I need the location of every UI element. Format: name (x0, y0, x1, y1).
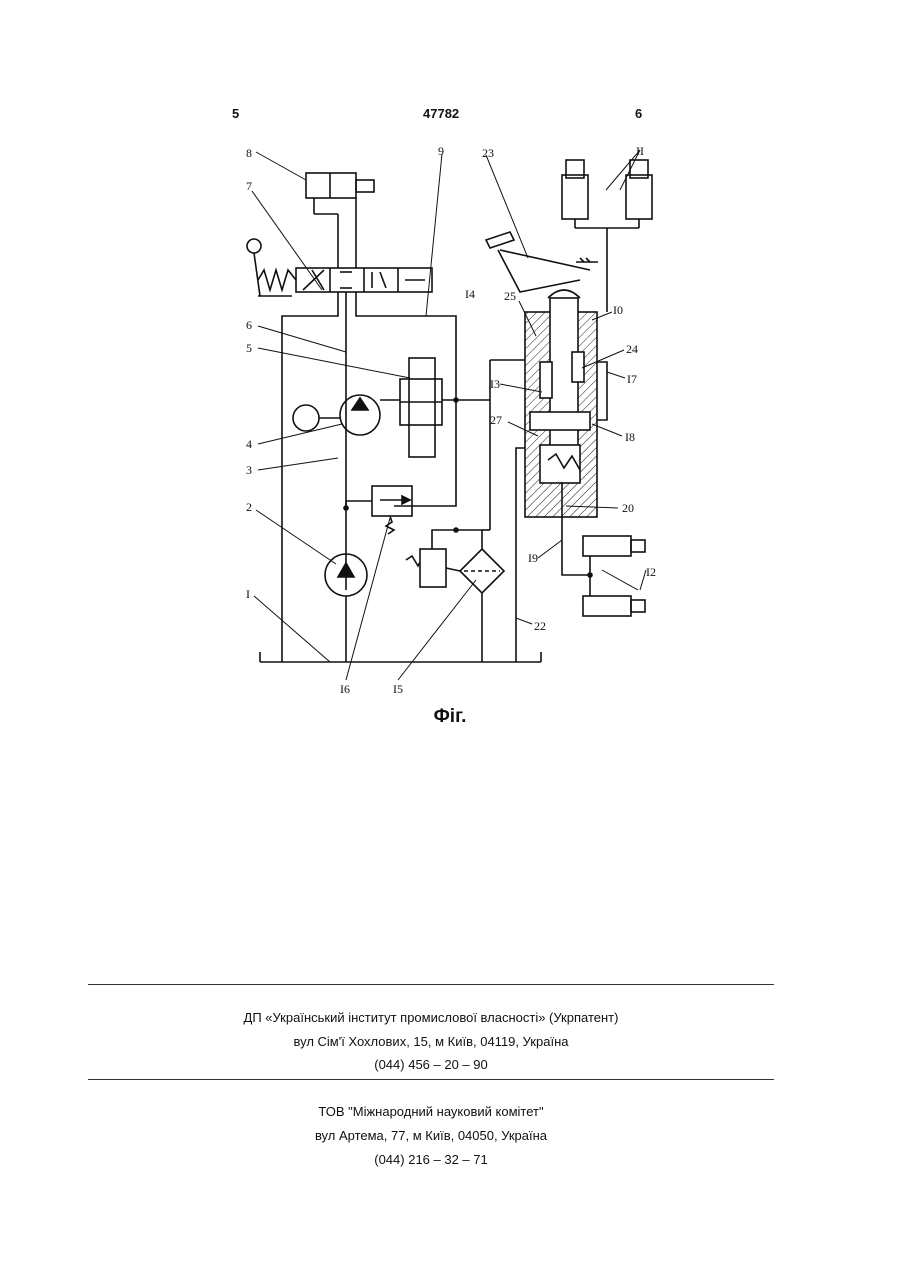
tank (260, 652, 541, 662)
label-1: I (246, 587, 250, 601)
label-27: 27 (490, 413, 502, 427)
pump-2 (325, 554, 367, 662)
footer-divider-top (88, 984, 774, 985)
label-12: I2 (646, 565, 656, 579)
label-13: I3 (490, 377, 500, 391)
org2-name: ТОВ "Міжнародний науковий комітет" (0, 1104, 862, 1119)
hydraulic-schematic: 8 7 9 6 5 4 3 2 I I6 I5 23 25 I4 I0 24 I… (0, 0, 900, 700)
label-8: 8 (246, 146, 252, 160)
label-2: 2 (246, 500, 252, 514)
org1-name: ДП «Український інститут промислової вла… (0, 1010, 862, 1025)
line-22 (516, 448, 525, 662)
label-24: 24 (626, 342, 638, 356)
relief-valve-16 (344, 486, 412, 534)
footer-divider-bottom (88, 1079, 774, 1080)
label-19: I9 (528, 551, 538, 565)
pump-unit-5 (380, 358, 490, 457)
label-11: II (636, 144, 644, 158)
label-17: I7 (627, 372, 637, 386)
brake-cylinders-11 (562, 160, 652, 312)
org1-address: вул Сім'ї Хохлових, 15, м Київ, 04119, У… (0, 1034, 862, 1049)
filter-15 (406, 360, 504, 662)
org2-address: вул Артема, 77, м Київ, 04050, Україна (0, 1128, 862, 1143)
org2-phone: (044) 216 – 32 – 71 (0, 1152, 862, 1167)
label-15: I5 (393, 682, 403, 696)
label-18: I8 (625, 430, 635, 444)
label-10: I0 (613, 303, 623, 317)
label-20: 20 (622, 501, 634, 515)
label-16: I6 (340, 682, 350, 696)
label-4: 4 (246, 437, 252, 451)
label-5: 5 (246, 341, 252, 355)
label-23: 23 (482, 146, 494, 160)
label-9: 9 (438, 144, 444, 158)
label-22: 22 (534, 619, 546, 633)
cylinder-8 (306, 173, 374, 268)
figure-caption: Фіг. (0, 706, 900, 728)
org1-phone: (044) 456 – 20 – 90 (0, 1057, 862, 1072)
label-25: 25 (504, 289, 516, 303)
label-7: 7 (246, 179, 252, 193)
motor-4 (293, 395, 380, 435)
line-17 (597, 362, 607, 420)
brake-valve-body-10 (525, 290, 597, 517)
brake-cylinders-12 (562, 516, 645, 616)
distributor-7 (247, 239, 432, 296)
label-14: I4 (465, 287, 475, 301)
label-3: 3 (246, 463, 252, 477)
label-6: 6 (246, 318, 252, 332)
brake-pedal-23 (486, 232, 598, 292)
